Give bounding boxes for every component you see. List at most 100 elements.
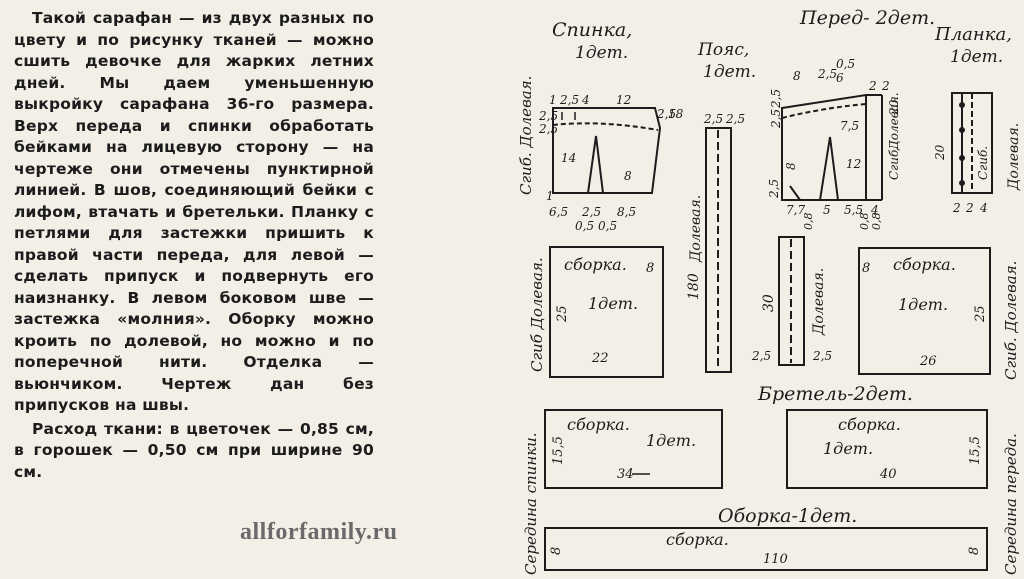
frill-front-dim: 40 <box>879 467 897 482</box>
frill-long-dim: 110 <box>763 552 788 567</box>
frill-back-sborka: сборка. <box>567 415 630 434</box>
seredina-pereda-label: Середина переда. <box>1002 433 1020 575</box>
pered-dim: 2,5 <box>769 89 783 109</box>
pered-dim: 0,8 <box>802 213 815 231</box>
spinka-dim: 18 <box>668 107 684 121</box>
bretel-dim: 2,5 <box>812 349 832 363</box>
pered-dim: 2 <box>881 79 890 93</box>
spinka-dim: 0,5 <box>575 219 594 233</box>
spinka-dim: 0,5 <box>598 219 617 233</box>
spinka-dim: 8,5 <box>617 205 636 219</box>
spinka-dim: 2,5 <box>656 107 676 121</box>
frill-front-sborka: сборка. <box>838 415 901 434</box>
pered-dim: 8 <box>793 69 801 83</box>
article-text: Такой сарафан — из двух разных по цвету … <box>14 8 374 483</box>
skirt-front-sborka: сборка. <box>893 255 956 274</box>
spinka-dim: 1 <box>549 93 557 107</box>
title-spinka: Спинка, <box>552 19 632 41</box>
pered-grain-label: Долевая. <box>887 92 901 151</box>
title-planka-count: 1дет. <box>950 47 1003 67</box>
frill-long-sborka: сборка. <box>666 530 729 549</box>
bretel-dim: 30 <box>761 294 777 312</box>
pered-dim: 4 <box>870 203 879 217</box>
seredina-spinki-label: Середина спинки. <box>522 432 540 575</box>
skirt-front-dim: 8 <box>862 261 870 276</box>
frill-back-count: 1дет. <box>646 431 696 450</box>
poyas-dim: 2,5 <box>703 112 723 126</box>
poyas-grain-label: Долевая. <box>688 195 704 263</box>
planka-grain-label: Долевая. <box>1006 123 1022 191</box>
spinka-dim: 8 <box>624 169 632 183</box>
pered-piece <box>781 93 883 201</box>
skirt-back-sborka: сборка. <box>564 255 627 274</box>
skirt-front-fold-label: Сгиб. Долевая. <box>1002 261 1020 380</box>
frill-back-piece <box>544 409 723 489</box>
bretel-dim: 2,5 <box>751 349 771 363</box>
title-bretel: Бретель-2дет. <box>757 383 913 405</box>
poyas-dim: 180 <box>686 273 702 300</box>
watermark: allforfamily.ru <box>240 519 398 545</box>
frill-long-piece <box>544 527 988 571</box>
article-paragraph: Расход ткани: в цветочек — 0,85 см, в го… <box>14 419 374 481</box>
planka-fold-label: Сгиб. <box>976 146 990 180</box>
planka-dim: 20 <box>933 144 947 161</box>
pered-dim: 5 <box>823 203 831 217</box>
pered-dim: 2,5 <box>767 179 781 199</box>
skirt-front-count: 1дет. <box>898 295 948 314</box>
spinka-dim: 4 <box>581 93 590 107</box>
poyas-dim: 2,5 <box>725 112 745 126</box>
pered-dim: 7,7 <box>786 203 805 217</box>
planka-piece <box>951 92 993 194</box>
frill-front-count: 1дет. <box>823 439 873 458</box>
pered-dim: 2 <box>868 79 877 93</box>
spinka-dim: 1 <box>546 189 554 203</box>
title-poyas-count: 1дет. <box>703 62 756 82</box>
pered-dim: 7,5 <box>840 119 859 133</box>
title-poyas: Пояс, <box>697 40 749 60</box>
title-pered: Перед- 2дет. <box>799 7 935 29</box>
spinka-dim: 14 <box>561 151 576 165</box>
frill-front-dim: 15,5 <box>968 436 983 465</box>
skirt-front-dim: 26 <box>919 354 937 369</box>
spinka-dim: 2,5 <box>538 109 558 123</box>
skirt-back-fold-label: Сгиб Долевая. <box>528 257 546 372</box>
spinka-dim: 2,5 <box>581 205 601 219</box>
bretel-piece <box>778 236 805 366</box>
spinka-dim: 2,5 <box>559 93 579 107</box>
pered-dim: 0,5 <box>836 57 855 71</box>
pered-dim: 2,5 <box>817 67 837 81</box>
pered-dim: 5,5 <box>844 203 863 217</box>
skirt-back-dim: 22 <box>591 351 609 366</box>
article-paragraph: Такой сарафан — из двух разных по цвету … <box>14 9 374 414</box>
planka-dim: 2 <box>952 201 961 215</box>
pered-fold-label: Сгиб. <box>887 146 901 180</box>
pered-dim: 12 <box>846 157 861 171</box>
pered-dim: 6 <box>836 71 844 85</box>
spinka-fold-label: Сгиб. Долевая. <box>517 76 535 195</box>
poyas-piece <box>705 127 732 373</box>
pered-dim: 0,8 <box>870 213 883 231</box>
skirt-back-count: 1дет. <box>588 294 638 313</box>
skirt-front-dim: 25 <box>973 305 988 323</box>
spinka-dim: 6,5 <box>549 205 568 219</box>
frill-back-dim: 34 <box>617 467 634 482</box>
title-spinka-count: 1дет. <box>575 43 628 63</box>
pered-dim: 0,8 <box>858 213 871 231</box>
title-oborka: Оборка-1дет. <box>718 505 857 527</box>
frill-back-dim: 15,5 <box>551 436 566 465</box>
spinka-piece <box>552 107 662 194</box>
spinka-dim: 12 <box>616 93 631 107</box>
skirt-back-dim: 25 <box>555 305 570 323</box>
pered-dim: 20 <box>887 99 901 116</box>
frill-long-dim: 8 <box>967 547 982 555</box>
pered-dim: 8 <box>784 162 798 170</box>
bretel-grain-label: Долевая. <box>811 268 827 336</box>
skirt-back-piece <box>549 246 664 378</box>
frill-front-piece <box>786 409 988 489</box>
title-planka: Планка, <box>934 24 1012 45</box>
pered-dim: 2,5 <box>769 109 783 129</box>
spinka-dim: 2,5 <box>538 122 558 136</box>
planka-dim: 2 <box>965 201 974 215</box>
skirt-back-dim: 8 <box>646 261 654 276</box>
